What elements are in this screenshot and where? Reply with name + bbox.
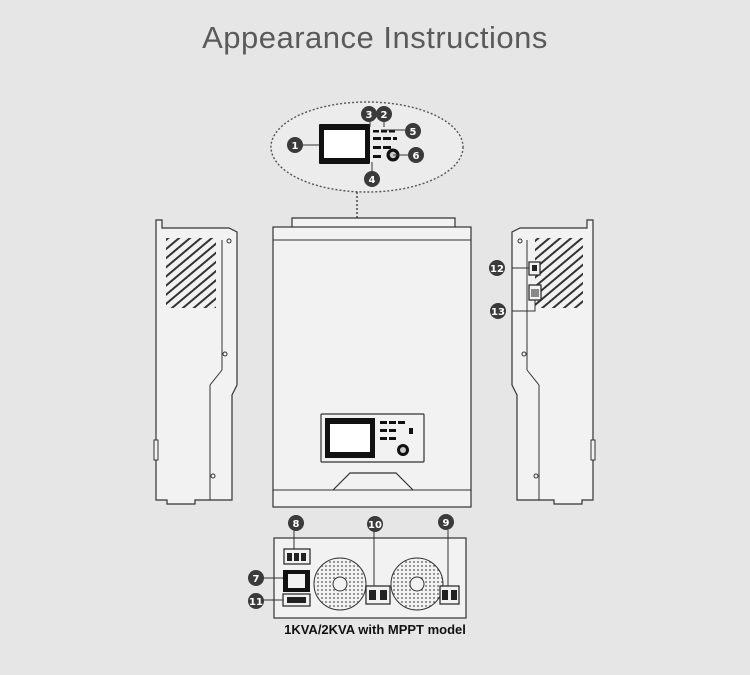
svg-text:12: 12 [490,264,504,275]
page-title: Appearance Instructions [202,20,548,55]
bottom-view [262,530,467,619]
callout-9: 9 [438,514,454,530]
front-view [272,217,472,508]
callout-2: 2 [376,106,392,122]
callout-10: 10 [367,516,383,532]
svg-text:1: 1 [292,141,299,152]
svg-text:13: 13 [491,307,505,318]
panel-buttons [373,130,397,158]
model-caption: 1KVA/2KVA with MPPT model [284,622,466,637]
svg-text:5: 5 [410,127,417,138]
svg-text:4: 4 [369,175,376,186]
svg-text:6: 6 [413,151,420,162]
callout-8: 8 [288,515,304,531]
callout-3: 3 [361,106,377,122]
callout-1: 1 [287,137,303,153]
right-side-view [511,219,596,505]
callout-5: 5 [405,123,421,139]
svg-text:7: 7 [253,574,260,585]
callout-12: 12 [489,260,505,276]
callout-4: 4 [364,171,380,187]
svg-text:9: 9 [443,518,450,529]
callout-7: 7 [248,570,264,586]
svg-text:3: 3 [366,110,373,121]
callout-13: 13 [490,303,506,319]
left-side-view [153,219,238,505]
svg-text:11: 11 [249,597,263,608]
svg-text:8: 8 [293,519,300,530]
callout-11: 11 [248,593,264,609]
svg-text:2: 2 [381,110,388,121]
callout-6: 6 [408,147,424,163]
svg-text:10: 10 [368,520,382,531]
